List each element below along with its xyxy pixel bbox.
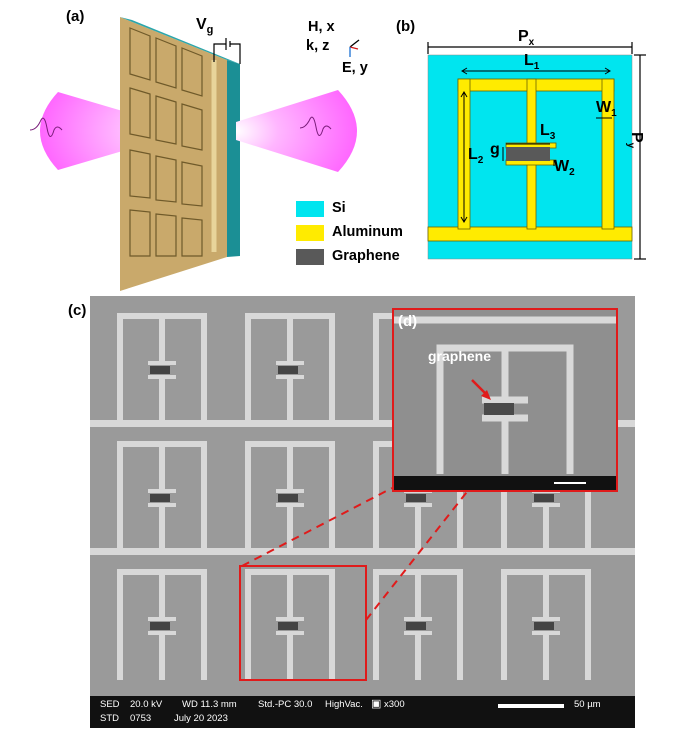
sem-wd: WD 11.3 mm [182, 699, 237, 710]
transmitted-beam [236, 90, 357, 172]
gate-voltage-source [213, 38, 241, 64]
resonator-cell [117, 313, 207, 424]
sem-kv: 20.0 kV [130, 699, 163, 710]
axis-kz-label: k, z [306, 38, 330, 54]
metasurface-board [120, 17, 240, 291]
w2-label: W2 [554, 158, 575, 179]
feed-bar [90, 420, 635, 427]
panel-a-label: (a) [66, 8, 85, 25]
resonator-cell [117, 441, 207, 552]
l2-label: L2 [468, 146, 484, 167]
resonator-cell [245, 313, 335, 424]
py-label: Py [624, 132, 645, 149]
legend-si-swatch [296, 201, 324, 217]
panel-c-label: (c) [68, 302, 87, 319]
g-label: g [490, 141, 500, 158]
axes-icon [349, 39, 360, 57]
axis-ey-label: E, y [342, 60, 368, 76]
sem-scale: 50 µm [574, 699, 601, 710]
feed-bar [90, 548, 635, 555]
sem-vac: HighVac. [325, 699, 363, 710]
sem-mode2: STD [100, 713, 119, 724]
inset-scale-bar [554, 482, 586, 484]
panel-d-label: (d) [398, 313, 418, 330]
panel-b-label: (b) [396, 18, 416, 35]
resonator-cell [373, 569, 463, 680]
legend-graphene-swatch [296, 249, 324, 265]
resonator-cell [501, 569, 591, 680]
sem-info-bar: SED STD 20.0 kV 0753 WD 11.3 mm July 20 … [90, 696, 635, 728]
inset-resonator-svg [394, 316, 616, 474]
l1-label: L1 [524, 52, 540, 73]
px-label: Px [518, 28, 535, 49]
resonator-cell [117, 569, 207, 680]
inset-micrograph: (d) graphene [392, 308, 618, 492]
sem-id: 0753 [130, 713, 152, 724]
sem-mag: x300 [384, 699, 405, 710]
sem-mode1: SED [100, 699, 120, 710]
sem-date: July 20 2023 [174, 713, 228, 724]
gate-voltage-label: Vg [196, 16, 214, 37]
camera-icon: ▣ [371, 698, 382, 710]
resonator-cell [245, 569, 335, 680]
resonator-cell [245, 441, 335, 552]
sem-std: Std.-PC 30.0 [258, 699, 313, 710]
legend-aluminum-swatch [296, 225, 324, 241]
l3-label: L3 [540, 122, 556, 143]
inset-info-bar [394, 476, 616, 490]
graphene-annotation: graphene [428, 348, 492, 364]
w1-label: W1 [596, 99, 617, 120]
scale-bar [498, 704, 564, 708]
axis-hx-label: H, x [308, 19, 335, 35]
